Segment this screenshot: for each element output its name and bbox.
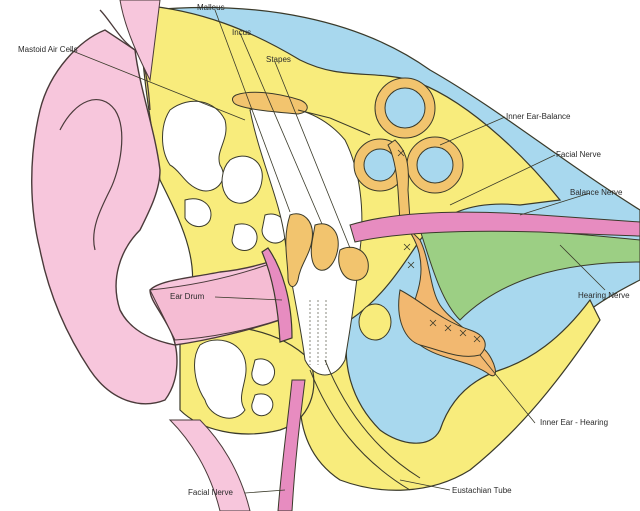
label-malleus: Malleus [197, 3, 225, 12]
label-incus: Incus [232, 28, 251, 37]
label-inner-ear-balance: Inner Ear-Balance [506, 112, 571, 121]
label-inner-ear-hearing: Inner Ear - Hearing [540, 418, 608, 427]
label-facial-nerve-top: Facial Nerve [556, 150, 601, 159]
label-ear-drum: Ear Drum [170, 292, 205, 301]
label-stapes: Stapes [266, 55, 291, 64]
round-window [359, 304, 391, 340]
label-hearing-nerve: Hearing Nerve [578, 291, 630, 300]
label-eustachian-tube: Eustachian Tube [452, 486, 512, 495]
label-balance-nerve: Balance Nerve [570, 188, 623, 197]
label-facial-nerve-bottom: Facial Nerve [188, 488, 233, 497]
label-mastoid-air-cells: Mastoid Air Cells [18, 45, 78, 54]
